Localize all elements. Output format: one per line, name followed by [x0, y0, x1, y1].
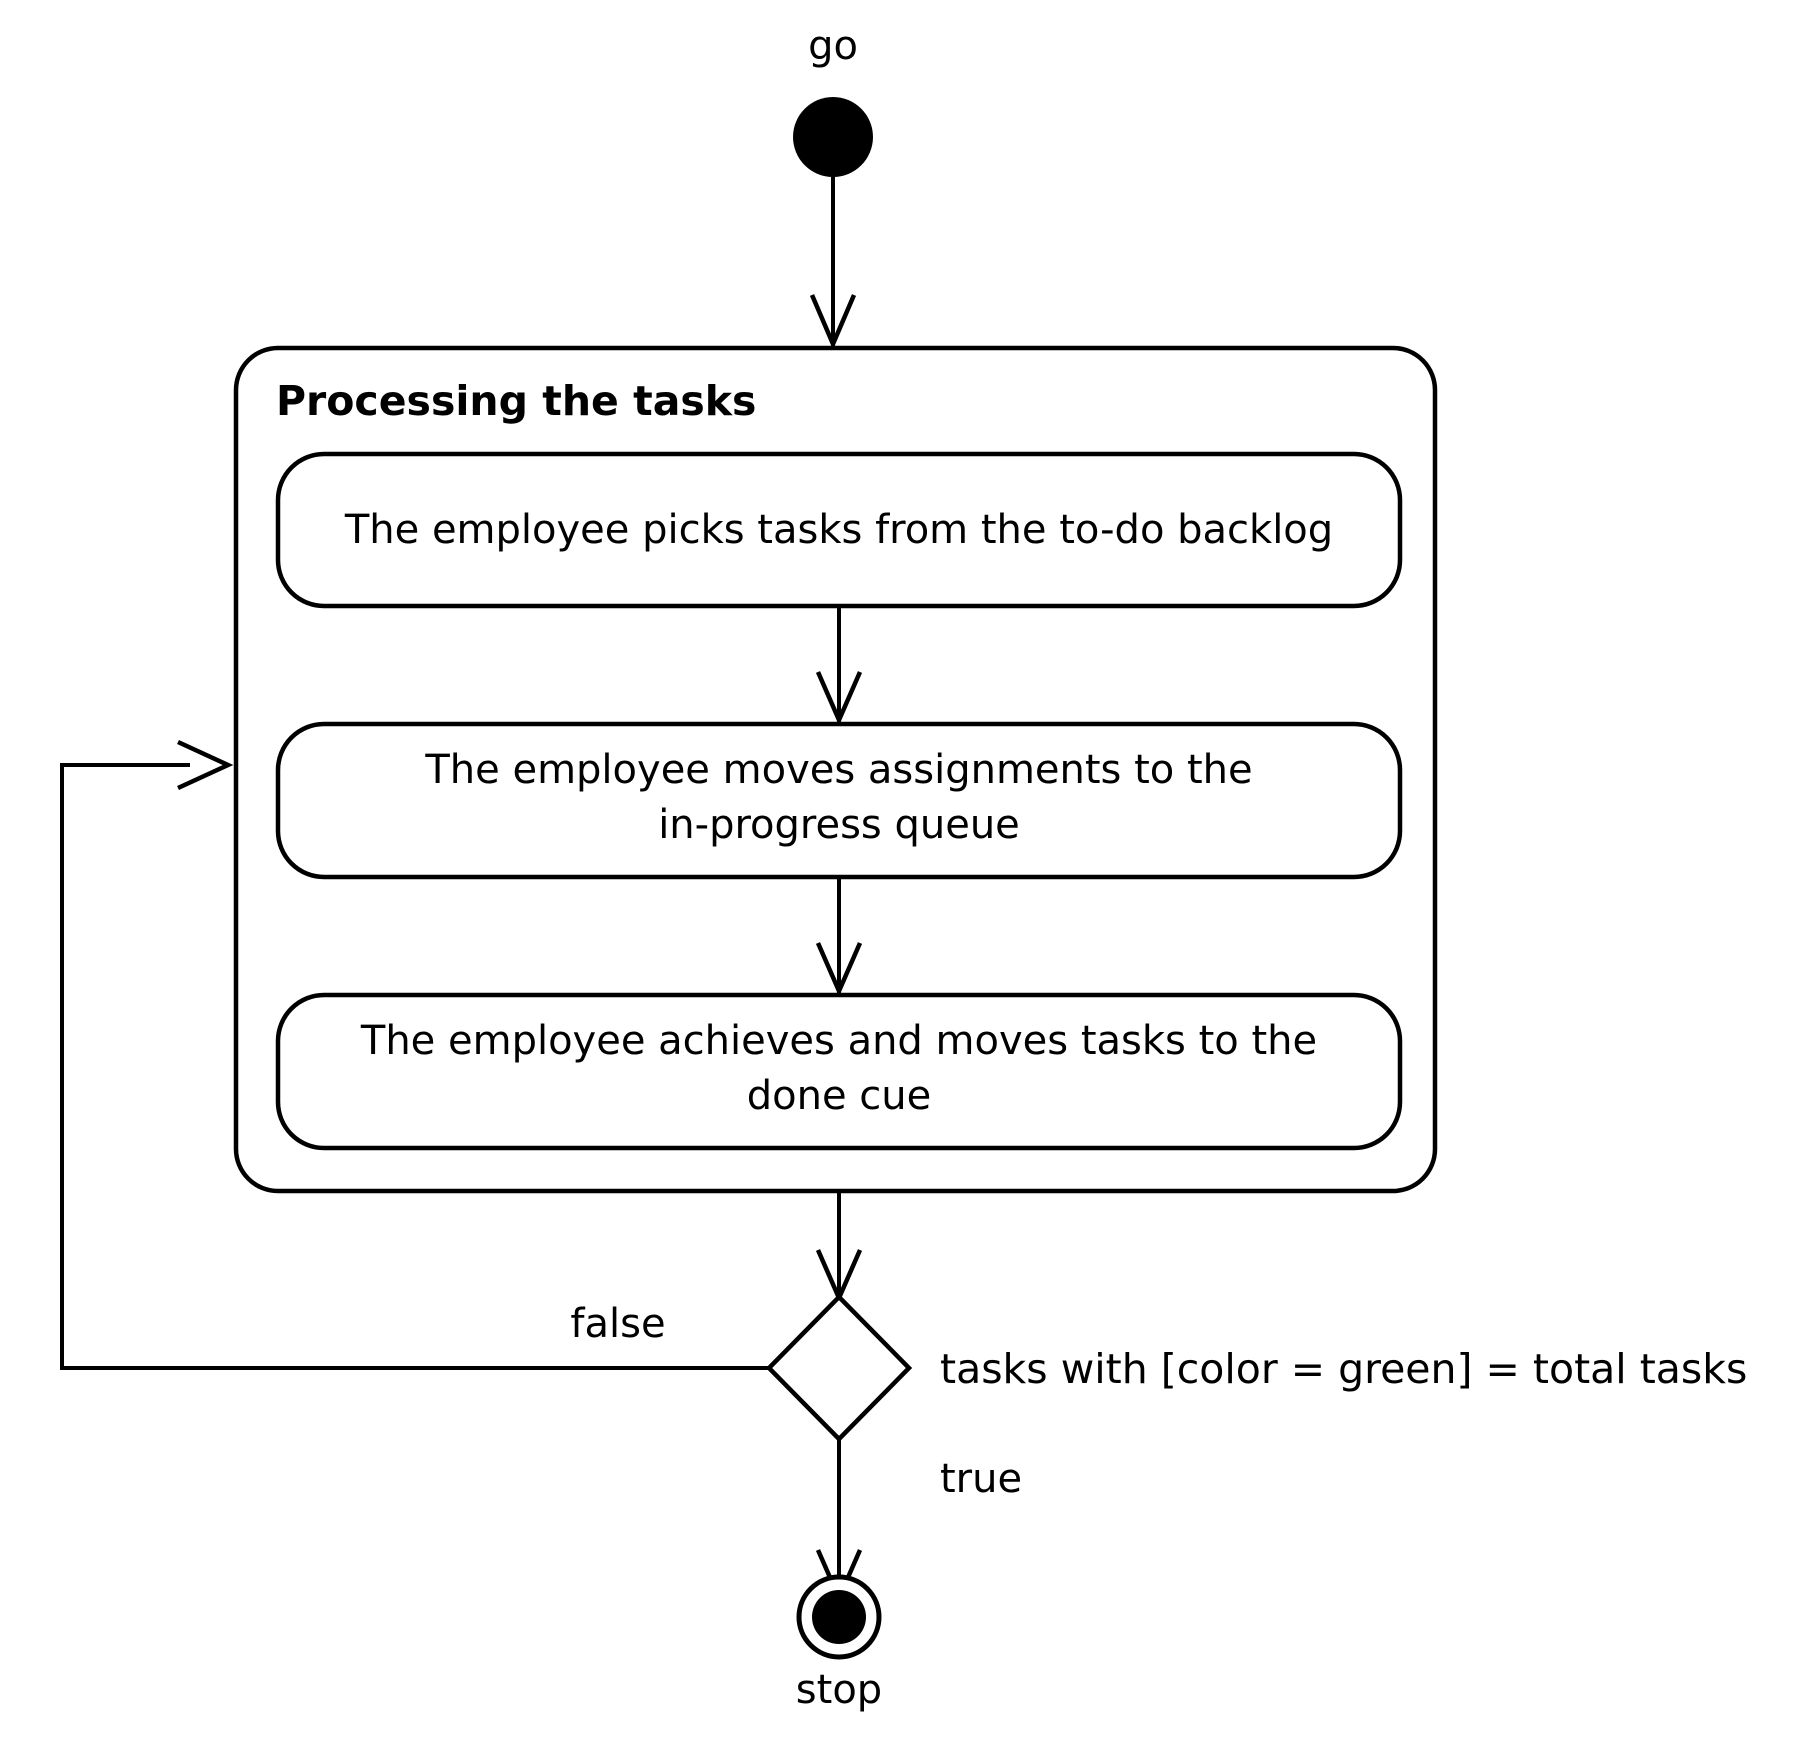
composite-activity-frame[interactable] [233, 345, 1438, 1194]
initial-node-filled-circle-icon[interactable] [793, 97, 873, 177]
action-node-achieve-tasks-label-line1: The employee achieves and moves tasks to… [360, 1018, 1317, 1064]
decision-node[interactable] [765, 1293, 913, 1443]
final-node-inner-filled-circle-icon [812, 1590, 866, 1644]
arrowhead-action1-to-action2 [815, 671, 863, 726]
action-node-move-assignments-label-line2: in-progress queue [658, 802, 1020, 848]
arrowhead-start-to-composite [809, 294, 857, 350]
action-node-achieve-tasks[interactable] [275, 992, 1403, 1151]
arrowhead-action2-to-action3 [815, 942, 863, 997]
decision-guard-condition: tasks with [color = green] = total tasks [940, 1345, 1747, 1393]
action-node-pick-tasks-label: The employee picks tasks from the to-do … [344, 507, 1333, 553]
composite-frame-title: Processing the tasks [276, 377, 756, 425]
edge-label-true: true [940, 1456, 1022, 1502]
arrowhead-false-loopback [177, 739, 234, 791]
action-node-move-assignments-label-line1: The employee moves assignments to the [424, 747, 1252, 793]
initial-node-label: go [808, 23, 858, 69]
edge-label-false: false [570, 1301, 665, 1347]
edge-false-loopback [60, 763, 769, 1370]
action-node-achieve-tasks-label-line2: done cue [747, 1073, 932, 1119]
final-node-label: stop [796, 1667, 882, 1713]
